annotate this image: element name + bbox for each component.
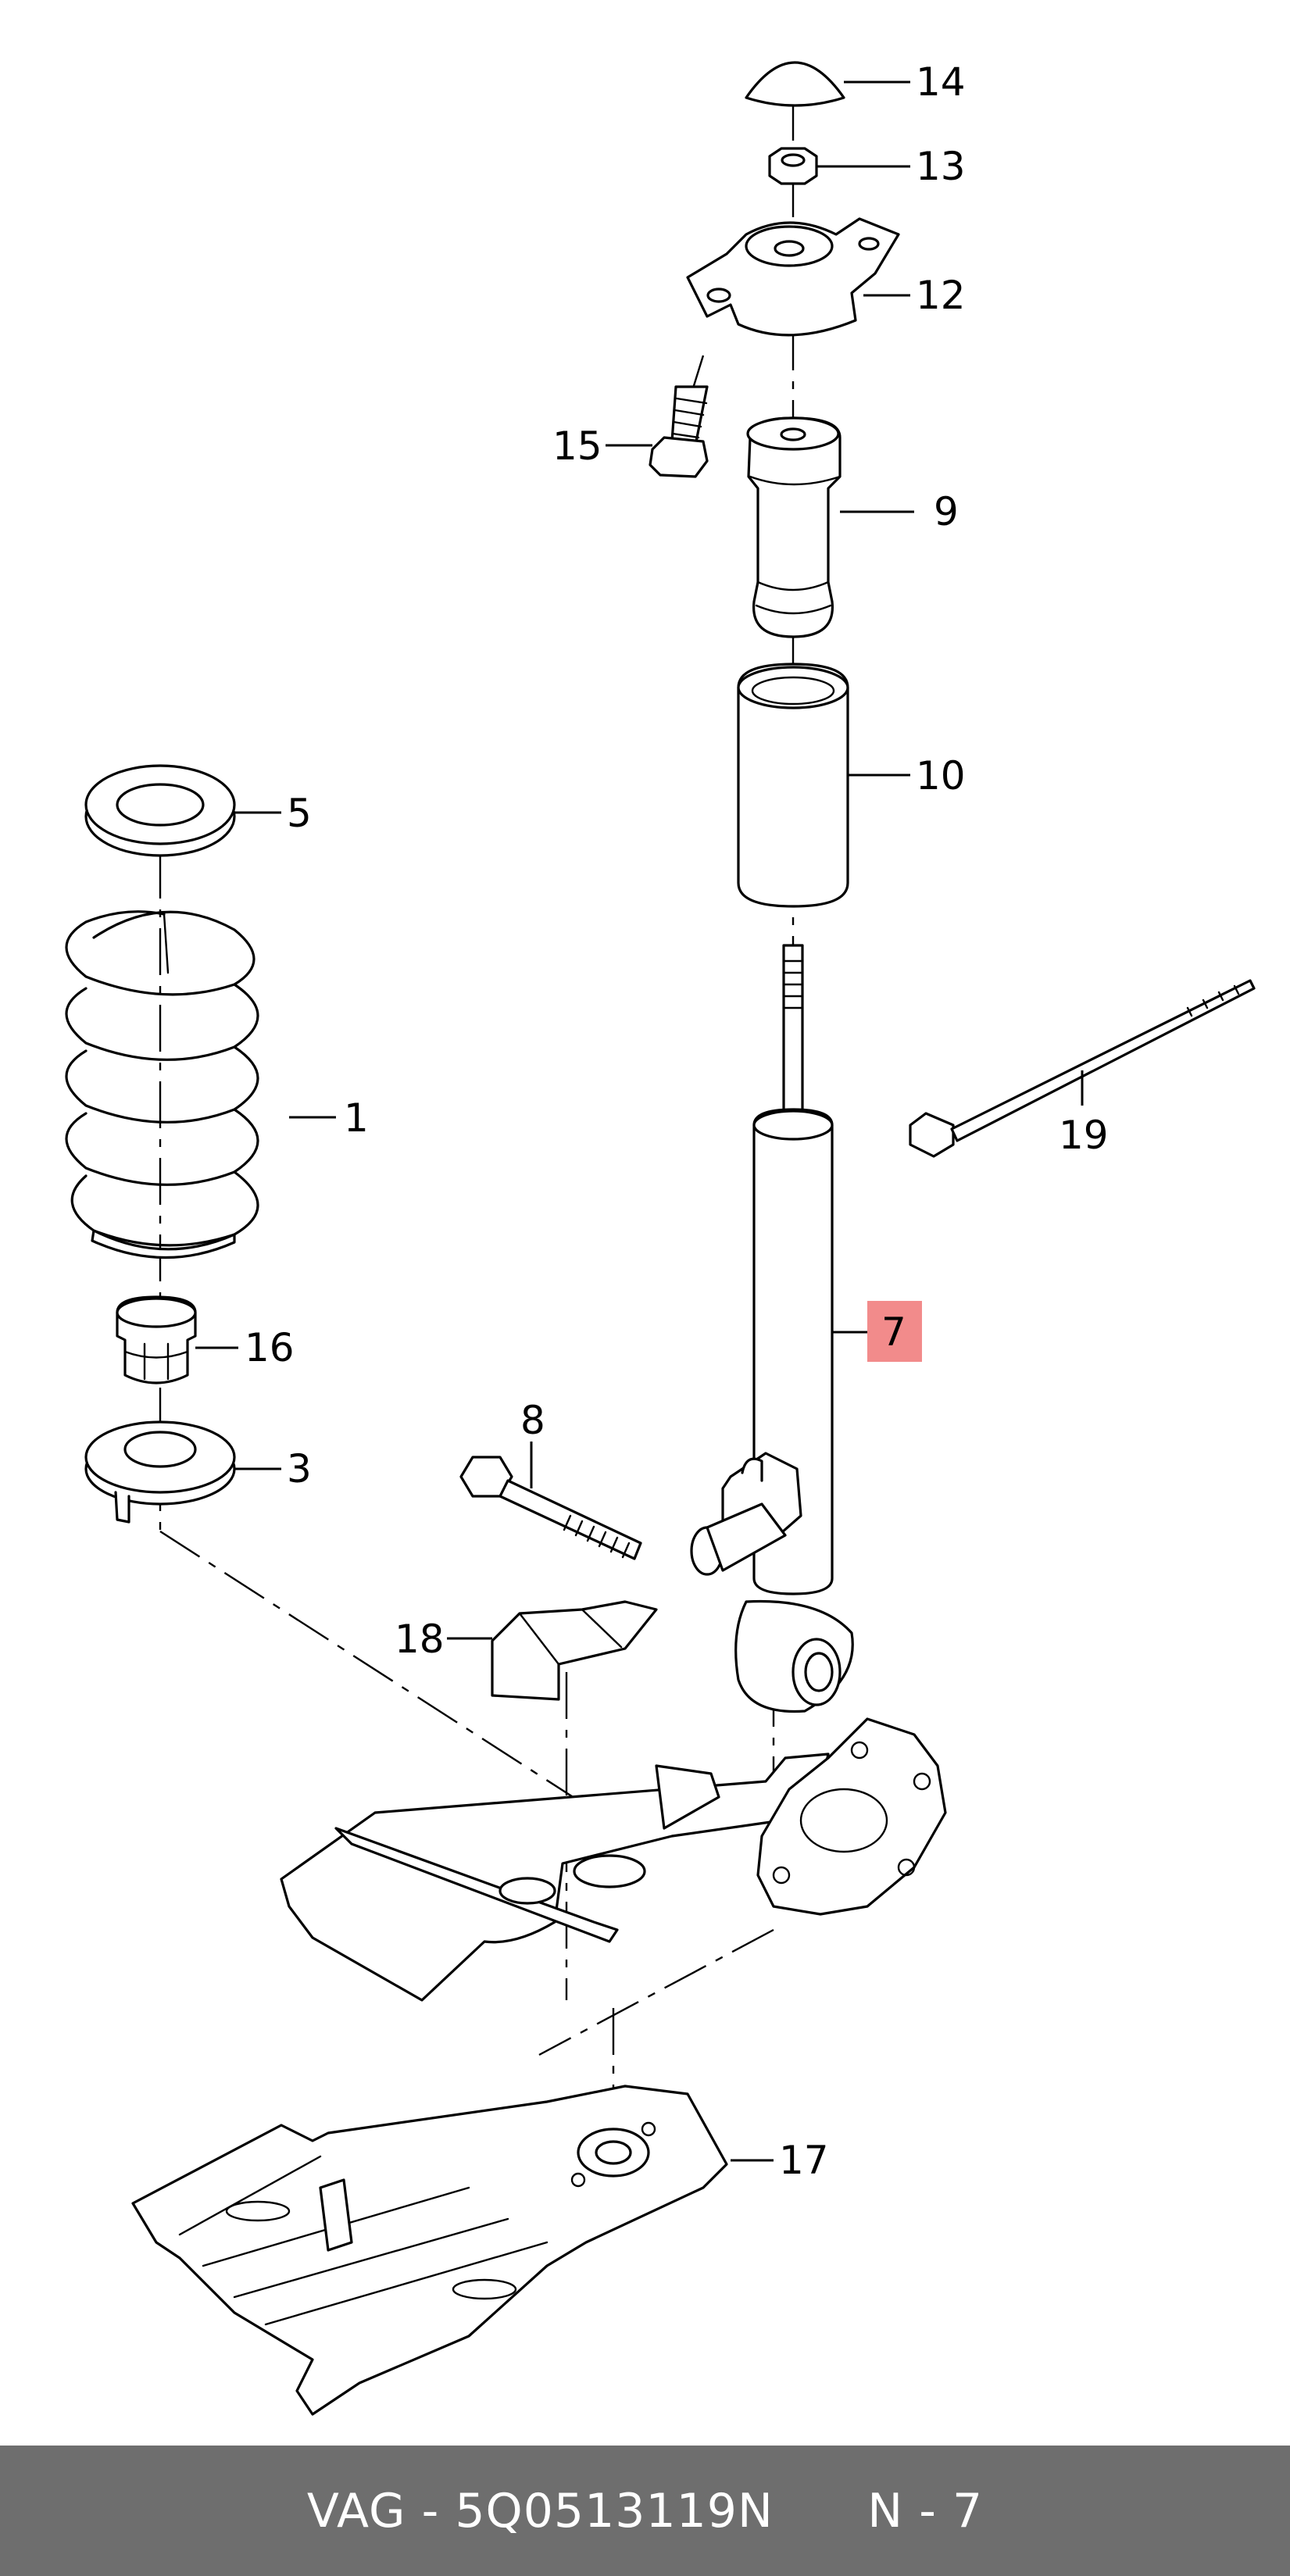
part-number-footer: VAG - 5Q0513119N N - 7 <box>0 2446 1290 2576</box>
callout-3: 3 <box>287 1446 312 1492</box>
strut-mount-part-12 <box>686 217 900 337</box>
exploded-parts-diagram: 14 13 12 15 9 10 5 1 19 7 16 3 8 18 17 <box>65 59 1256 2416</box>
callout-10: 10 <box>916 753 966 799</box>
callout-19: 19 <box>1059 1113 1109 1158</box>
callout-15: 15 <box>552 423 602 469</box>
callout-7: 7 <box>881 1309 906 1355</box>
callout-12: 12 <box>916 273 966 318</box>
spring-seat-part-5 <box>84 764 236 857</box>
callout-labels: 14 13 12 15 9 10 5 1 19 7 16 3 8 18 17 <box>245 59 1109 2183</box>
protective-cap-part-14 <box>745 61 845 107</box>
callout-14: 14 <box>916 59 966 105</box>
footer-position: N - 7 <box>867 2483 984 2538</box>
wheel-hub-carrier <box>756 1717 947 1916</box>
protective-tube-part-10 <box>737 663 849 908</box>
callout-13: 13 <box>916 144 966 189</box>
bolt-part-15 <box>649 385 709 478</box>
callout-17: 17 <box>779 2138 829 2183</box>
shock-absorber-part-7 <box>690 944 854 1713</box>
footer-part-number: 5Q0513119N <box>455 2483 774 2538</box>
callout-8: 8 <box>520 1398 545 1443</box>
footer-separator: - <box>421 2483 440 2538</box>
footer-brand: VAG <box>306 2483 406 2538</box>
cable-tie-part-19 <box>909 979 1256 1158</box>
buffer-part-16 <box>116 1295 197 1384</box>
callout-1: 1 <box>344 1095 369 1141</box>
callout-5: 5 <box>287 791 312 836</box>
bump-stop-part-9 <box>746 416 842 638</box>
bracket-part-18 <box>491 1600 658 1701</box>
rear-axle-beam <box>280 1752 830 2002</box>
bolt-part-8 <box>459 1456 642 1560</box>
coil-spring-part-1 <box>65 910 259 1259</box>
callout-9: 9 <box>934 489 959 534</box>
callout-7-highlight <box>867 1301 922 1362</box>
underbody-shield-part-17 <box>131 2085 728 2416</box>
callout-18: 18 <box>395 1617 445 1662</box>
hex-nut-part-13 <box>768 147 818 185</box>
spring-seat-part-3 <box>84 1420 236 1524</box>
callout-16: 16 <box>245 1325 295 1370</box>
